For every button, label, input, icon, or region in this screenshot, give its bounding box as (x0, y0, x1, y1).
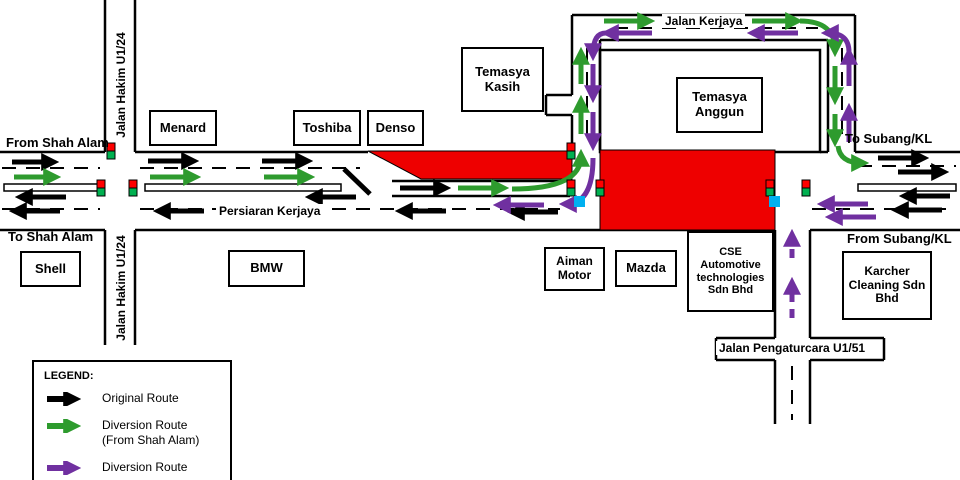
traffic-light-icon (106, 142, 116, 160)
signal-control-box (574, 196, 585, 207)
label-temasya-anggun: Temasya Anggun (676, 77, 763, 133)
label-persiaran-kerjaya: Persiaran Kerjaya (216, 204, 324, 218)
label-from-subang: From Subang/KL (847, 231, 952, 246)
label-cse-automotive: CSE Automotive technologies Sdn Bhd (687, 231, 774, 312)
road-closure-zones (367, 149, 776, 231)
traffic-light-icon (566, 142, 576, 160)
closure-east-section (599, 149, 776, 231)
traffic-light-icon (801, 179, 811, 197)
closure-west-section (367, 150, 573, 180)
label-jalan-kerjaya: Jalan Kerjaya (662, 14, 746, 28)
traffic-light-icon (595, 179, 605, 197)
legend-item-label: Original Route (102, 391, 179, 405)
traffic-light-icon (566, 179, 576, 197)
legend: LEGEND: Original Route Diversion Route (… (32, 360, 232, 480)
lane-merge-line (342, 167, 372, 196)
legend-item-label: Diversion Route (102, 459, 188, 474)
diversion-route-subang-arrows (492, 24, 876, 318)
label-bmw: BMW (228, 250, 305, 287)
legend-item-original-route: Original Route (44, 391, 220, 407)
label-mazda: Mazda (615, 250, 677, 287)
traffic-light-icon (128, 179, 138, 197)
traffic-light-icon (765, 179, 775, 197)
label-shell: Shell (20, 251, 81, 287)
diversion-shah-alam-arrow-icon (47, 418, 82, 433)
label-jalan-hakim-south: Jalan Hakim U1/24 (114, 235, 128, 341)
label-temasya-kasih: Temasya Kasih (461, 47, 544, 112)
signal-control-box (769, 196, 780, 207)
legend-item-label: Diversion Route (From Shah Alam) (102, 417, 200, 448)
diversion-subang-arrow-icon (47, 460, 82, 475)
label-aiman-motor: Aiman Motor (544, 247, 605, 291)
label-jalan-pengaturcara: Jalan Pengaturcara U1/51 (716, 341, 869, 355)
label-jalan-hakim-north: Jalan Hakim U1/24 (114, 32, 128, 138)
label-to-shah-alam: To Shah Alam (8, 229, 94, 244)
label-toshiba: Toshiba (293, 110, 361, 146)
original-route-arrows (8, 149, 950, 221)
label-menard: Menard (149, 110, 217, 146)
legend-title: LEGEND: (44, 370, 94, 382)
label-karcher: Karcher Cleaning Sdn Bhd (842, 251, 932, 320)
legend-item-diversion-shah-alam: Diversion Route (From Shah Alam) (44, 418, 220, 449)
label-to-subang: To Subang/KL (845, 131, 933, 146)
road-edges (0, 0, 960, 424)
label-denso: Denso (367, 110, 424, 146)
label-from-shah-alam: From Shah Alam (6, 135, 109, 150)
traffic-lights (96, 142, 811, 197)
legend-item-diversion-subang: Diversion Route (44, 460, 220, 476)
traffic-light-icon (96, 179, 106, 197)
original-route-arrow-icon (47, 392, 82, 406)
